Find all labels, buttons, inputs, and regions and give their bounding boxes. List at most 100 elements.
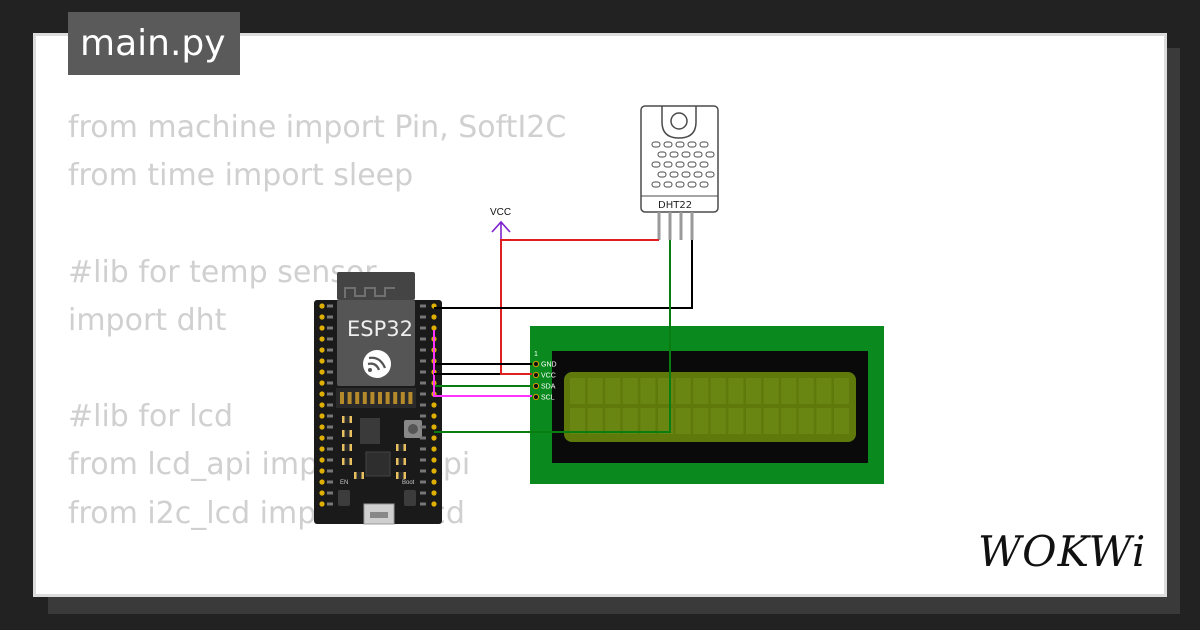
header-pin[interactable] [319, 490, 325, 496]
lcd-pin[interactable] [532, 382, 540, 390]
dht22-grille-slot [705, 171, 715, 178]
espressif-logo-icon [363, 350, 391, 378]
pin-silkscreen [420, 447, 426, 451]
header-pin[interactable] [319, 501, 325, 507]
lcd-cell [587, 408, 603, 434]
regulator-chip [360, 418, 380, 444]
pin-silkscreen [420, 491, 426, 495]
dht22-grille-slot [687, 141, 697, 148]
lcd-cell [570, 408, 585, 434]
boot-button-label: Boot [402, 480, 415, 486]
pin-silkscreen [420, 392, 426, 396]
lcd-cell [605, 378, 621, 404]
file-tab-main-py[interactable]: main.py [68, 12, 240, 75]
dht22-grille-slot [657, 171, 667, 178]
header-pin[interactable] [431, 479, 437, 485]
esp32-module-shield [337, 300, 415, 386]
esp32-label: ESP32 [347, 317, 413, 341]
header-pin[interactable] [319, 391, 325, 397]
module-pad [370, 392, 375, 404]
lcd-cell [570, 378, 585, 404]
header-pin[interactable] [319, 402, 325, 408]
header-pin[interactable] [431, 457, 437, 463]
pin-silkscreen [327, 436, 333, 440]
pin-silkscreen [420, 359, 426, 363]
dht22-grille-slot [675, 161, 685, 168]
pin-silkscreen [420, 469, 426, 473]
lcd-cell [605, 408, 621, 434]
dht22-sensor[interactable]: DHT22 [640, 105, 719, 240]
smd-body [356, 472, 362, 479]
antenna-trace [344, 287, 395, 298]
lcd-cell [834, 408, 849, 434]
lcd-pin[interactable] [532, 371, 540, 379]
en-button[interactable] [338, 490, 350, 506]
header-pin[interactable] [431, 490, 437, 496]
pin-silkscreen [327, 315, 333, 319]
boot-button[interactable] [404, 490, 416, 506]
pin-silkscreen [327, 458, 333, 462]
dht22-grille-slot [699, 181, 709, 188]
wire-lcd-scl[interactable] [433, 330, 532, 397]
header-pin[interactable] [319, 468, 325, 474]
header-pin[interactable] [319, 358, 325, 364]
lcd-cell [693, 408, 709, 434]
lcd-pin[interactable] [532, 360, 540, 368]
dht22-grille-slot [687, 181, 697, 188]
dht22-grille-slot [669, 151, 679, 158]
code-line: from machine import Pin, SoftI2C [68, 110, 567, 145]
code-line: from time import sleep [68, 158, 414, 194]
lcd-cell [622, 378, 638, 404]
header-pin[interactable] [431, 424, 437, 430]
wire-dht-data[interactable] [434, 240, 671, 433]
usb-uart-chip [365, 451, 391, 477]
header-pin[interactable] [431, 501, 437, 507]
wokwi-logo-text: WOKWi [978, 527, 1146, 574]
header-pin[interactable] [319, 457, 325, 463]
header-pin[interactable] [319, 303, 325, 309]
header-pin[interactable] [319, 325, 325, 331]
pin-silkscreen [327, 392, 333, 396]
micro-usb-opening [370, 512, 388, 518]
pin-silkscreen [420, 480, 426, 484]
header-pin[interactable] [319, 336, 325, 342]
header-pin[interactable] [431, 413, 437, 419]
header-pin[interactable] [319, 314, 325, 320]
pin-silkscreen [420, 458, 426, 462]
lcd-pin[interactable] [532, 393, 540, 401]
header-pin[interactable] [319, 413, 325, 419]
header-pin[interactable] [319, 446, 325, 452]
wokwi-logo[interactable]: WOKWi [976, 524, 1148, 574]
header-pin[interactable] [431, 402, 437, 408]
header-pin[interactable] [431, 435, 437, 441]
wire-dht-gnd[interactable] [434, 240, 693, 309]
pin-silkscreen [327, 348, 333, 352]
header-pin[interactable] [319, 435, 325, 441]
esp32-devkit[interactable]: ESP32 EN Boot [314, 272, 442, 525]
lcd-cell [675, 408, 691, 434]
header-pin[interactable] [319, 347, 325, 353]
smd-body [344, 430, 350, 437]
header-pin[interactable] [431, 325, 437, 331]
header-pin[interactable] [431, 468, 437, 474]
vcc-power-symbol[interactable]: VCC [490, 207, 511, 240]
lcd-cell [710, 378, 726, 404]
lcd-cell [798, 408, 814, 434]
lcd-cell [640, 378, 656, 404]
module-pad [393, 392, 398, 404]
module-pad [378, 392, 382, 404]
dht22-grille-slot [663, 161, 673, 168]
header-pin[interactable] [431, 314, 437, 320]
header-pin[interactable] [319, 424, 325, 430]
header-pin[interactable] [319, 380, 325, 386]
status-led-lens [408, 424, 418, 434]
header-pin[interactable] [319, 369, 325, 375]
dht22-mount-tab [661, 106, 697, 139]
dht22-grille-slot [651, 141, 661, 148]
header-pin[interactable] [431, 446, 437, 452]
lcd-cell [798, 378, 814, 404]
header-pin[interactable] [319, 479, 325, 485]
